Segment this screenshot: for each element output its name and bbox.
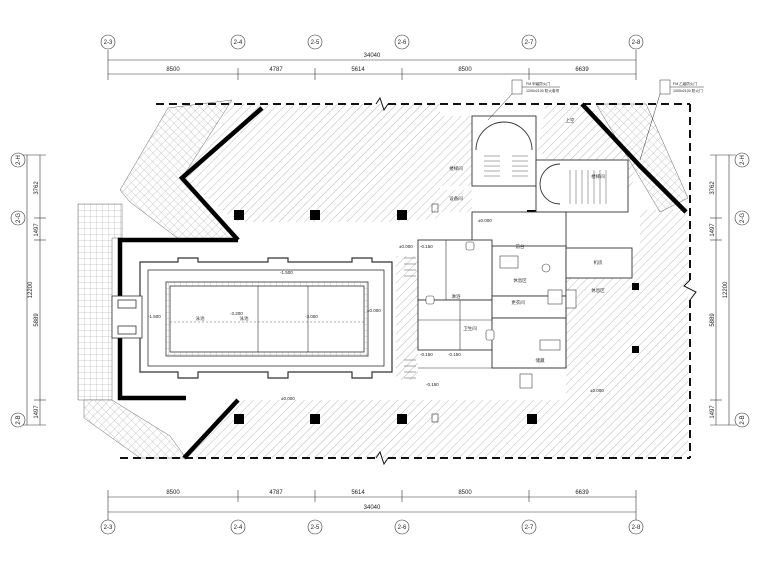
top-dim-2: 4787 [269,67,283,73]
level-lower-right: -0.150 [448,352,461,357]
room-storage: 储藏 [536,357,545,364]
pool-level-left: -1.500 [148,314,161,319]
deck-level-bottom: ±0.000 [281,396,295,401]
axis-top-1: 2-3 [104,40,113,46]
level-wc: -0.150 [426,382,439,387]
level-step-bottom: -0.150 [420,352,433,357]
axis-right-3: 2-B [740,415,746,424]
axis-left-1: 2-H [16,155,22,165]
axis-top-5: 2-7 [525,40,534,46]
fixtures [425,241,577,389]
axis-right-1: 2-H [740,155,746,165]
pool-building [139,257,393,379]
deck-level-left: ±0.000 [399,244,413,249]
room-hall-up: 上空 [566,117,575,123]
axis-right-2: 2-G [740,213,746,223]
level-lobby-top: ±0.000 [478,218,492,223]
room-mech: 机房 [594,259,603,266]
boundary-dashed [120,103,691,459]
door-callout-left [487,79,560,121]
left-dim-3: 5889 [34,313,40,327]
pool-label-mid: 泳池 [240,315,249,322]
right-dim-1: 3762 [710,181,716,195]
door-callout-right [639,79,704,161]
bottom-dim-1: 8500 [166,490,180,496]
axis-left-3: 2-B [16,415,22,424]
left-axis-bubbles [10,152,26,428]
room-corridor-right: 休息区 [591,287,605,294]
bottom-dim-4: 8500 [458,490,472,496]
right-dim-2: 1497 [710,223,716,237]
bottom-dim-3: 5614 [351,490,365,496]
level-right-area: ±0.000 [590,388,604,393]
top-dim-5: 6639 [575,67,589,73]
bottom-dimensions: 8500 4787 5614 8500 6639 34040 [107,490,637,520]
pool-annex [111,295,143,339]
bottom-axis-bubbles [100,519,644,535]
room-equipment: 设备间 [449,195,463,202]
bottom-dim-5: 6639 [575,490,589,496]
pool-level-top: -1.500 [280,270,293,275]
top-total-dim: 34040 [364,53,381,59]
pool-label-left: 泳池 [196,315,205,322]
axis-bottom-6: 2-8 [632,525,641,531]
bottom-dim-2: 4787 [269,490,283,496]
top-dim-3: 5614 [351,67,365,73]
top-dimensions: 34040 8500 4787 5614 8500 6639 [107,50,637,80]
deck-level-right: ±0.000 [367,308,381,313]
axis-top-3: 2-5 [311,40,320,46]
room-lobby: 前台 [516,243,525,250]
right-dimensions [710,154,736,426]
left-dim-4: 1497 [34,405,40,419]
room-locker: 更衣间 [511,299,525,306]
axis-top-4: 2-6 [398,40,407,46]
room-toilet: 卫生间 [463,325,477,332]
note-d: 1000x2100 防火门 [673,88,703,93]
axis-left-2: 2-G [16,213,22,223]
right-dim-4: 1497 [710,405,716,419]
stair-treads [404,155,607,379]
left-dimensions [20,154,46,426]
axis-top-2: 2-4 [234,40,243,46]
column-markers [431,203,439,423]
bottom-total-dim: 34040 [364,505,381,511]
break-marks [375,96,697,466]
room-lounge: 休息区 [513,277,527,284]
axis-bottom-4: 2-6 [398,525,407,531]
note-c: FM 乙级防火门 [673,81,698,86]
note-b: 1200x2100 防火卷帘 [526,88,560,93]
roof-tile-areas [77,99,689,459]
top-axis-bubbles [100,34,644,50]
axis-bottom-3: 2-5 [311,525,320,531]
right-axis-bubbles [734,152,750,428]
axis-bottom-2: 2-4 [234,525,243,531]
pool-level-right: -3.000 [305,314,318,319]
partitions [418,240,567,369]
axis-bottom-5: 2-7 [525,525,534,531]
room-staircase-left: 楼梯间 [449,165,463,172]
right-dim-3: 5889 [710,313,716,327]
left-dim-2: 1497 [34,223,40,237]
top-dim-1: 8500 [166,67,180,73]
left-dim-1: 3762 [34,181,40,195]
note-a: FM 甲级防火门 [526,81,551,86]
axis-top-6: 2-8 [632,40,641,46]
right-total-dim: 12200 [723,281,729,298]
axis-bottom-1: 2-3 [104,525,113,531]
left-total-dim: 12200 [28,281,34,298]
room-shower: 淋浴 [452,293,461,300]
room-staircase-right: 楼梯间 [591,173,605,180]
level-step-top: -0.150 [420,244,433,249]
top-dim-4: 8500 [458,67,472,73]
pool-level-center: -3.200 [230,311,243,316]
